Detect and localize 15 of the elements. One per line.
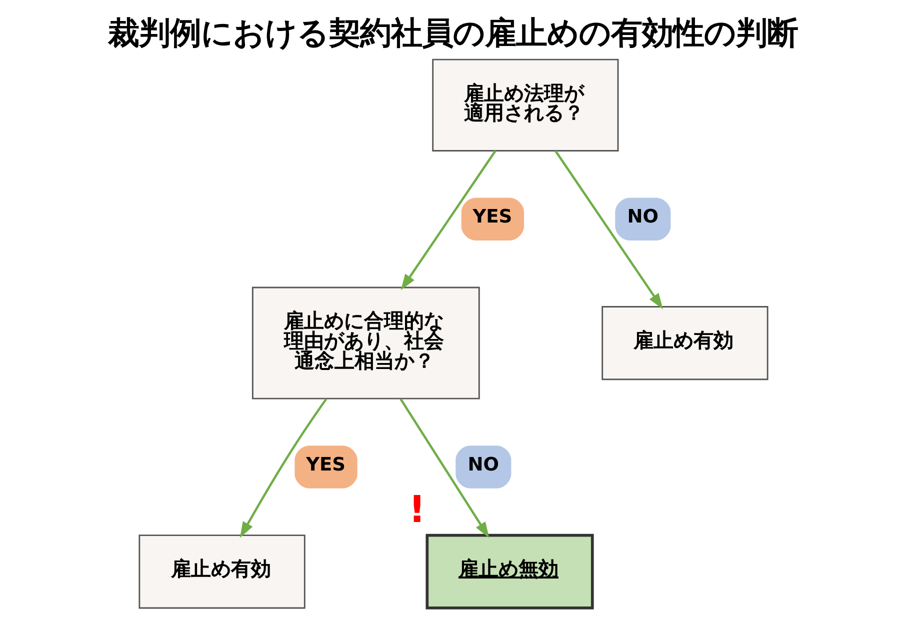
arrow bbox=[239, 398, 327, 538]
node-box: 雇止め無効 bbox=[425, 534, 594, 610]
node-box: 雇止めに合理的な理由があり、社会通念上相当か？ bbox=[251, 286, 480, 400]
node-box: 雇止め有効 bbox=[601, 306, 768, 380]
edge-label: YES bbox=[306, 454, 345, 476]
node-box: 雇止め法理が適用される？ bbox=[432, 58, 618, 152]
arrow bbox=[554, 150, 663, 310]
edge-label: NO bbox=[467, 454, 498, 476]
diagram-title: 裁判例における契約社員の雇止めの有効性の判断 bbox=[108, 15, 798, 52]
arrow bbox=[400, 150, 496, 290]
edge-label: NO bbox=[626, 206, 658, 228]
node-box: 雇止め有効 bbox=[138, 534, 305, 609]
edge-label: YES bbox=[472, 206, 512, 228]
arrow bbox=[399, 398, 489, 538]
node-label: ! bbox=[408, 488, 426, 532]
